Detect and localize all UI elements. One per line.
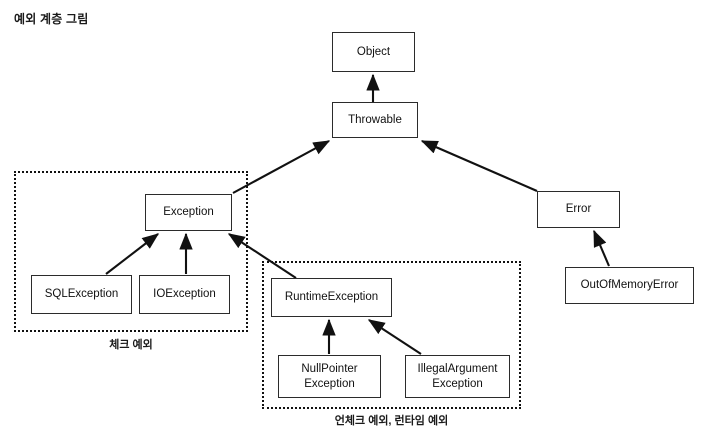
checked-exception-group-caption: 체크 예외 [109,339,153,351]
node-illegalargumentexception[interactable]: IllegalArgument Exception [405,355,510,398]
inheritance-edge-layer [105,73,610,355]
edge-sqlexception-to-exception [105,233,159,275]
node-error[interactable]: Error [537,191,620,228]
unchecked-exception-group-caption: 언체크 예외, 런타임 예외 [334,415,449,427]
node-throwable[interactable]: Throwable [332,102,418,138]
node-exception[interactable]: Exception [145,194,232,231]
node-outofmemoryerror[interactable]: OutOfMemoryError [565,267,694,304]
edge-outofmemoryerror-to-error [593,229,610,267]
edge-illegalargumentexception-to-runtimeexception [367,319,422,355]
page-title: 예외 계층 그림 [14,12,89,26]
edge-exception-to-throwable [232,140,331,194]
edge-error-to-throwable [420,140,538,192]
node-ioexception[interactable]: IOException [139,275,230,314]
node-runtimeexception[interactable]: RuntimeException [271,278,392,317]
node-object[interactable]: Object [332,32,415,72]
edge-runtimeexception-to-exception [227,233,297,279]
node-sqlexception[interactable]: SQLException [31,275,132,314]
node-nullpointerexception[interactable]: NullPointer Exception [278,355,381,398]
